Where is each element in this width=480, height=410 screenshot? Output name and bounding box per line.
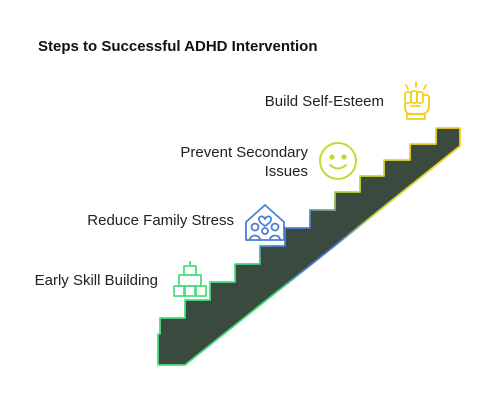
step-label-early-skill-building: Early Skill Building [34, 272, 158, 289]
building-blocks-icon [173, 261, 207, 297]
staircase-outline [157, 127, 461, 366]
step-label-line: Issues [264, 163, 308, 180]
step-label-line: Prevent Secondary [180, 144, 308, 161]
step-label-reduce-family-stress: Reduce Family Stress [87, 212, 234, 229]
family-home-icon [245, 204, 285, 241]
step-label-prevent-secondary-issues: Prevent Secondary Issues [130, 143, 308, 181]
raised-fist-icon [404, 81, 430, 120]
diagram-title: Steps to Successful ADHD Intervention [38, 38, 318, 55]
step-label-build-self-esteem: Build Self-Esteem [264, 93, 384, 110]
smiley-face-icon [319, 142, 357, 180]
